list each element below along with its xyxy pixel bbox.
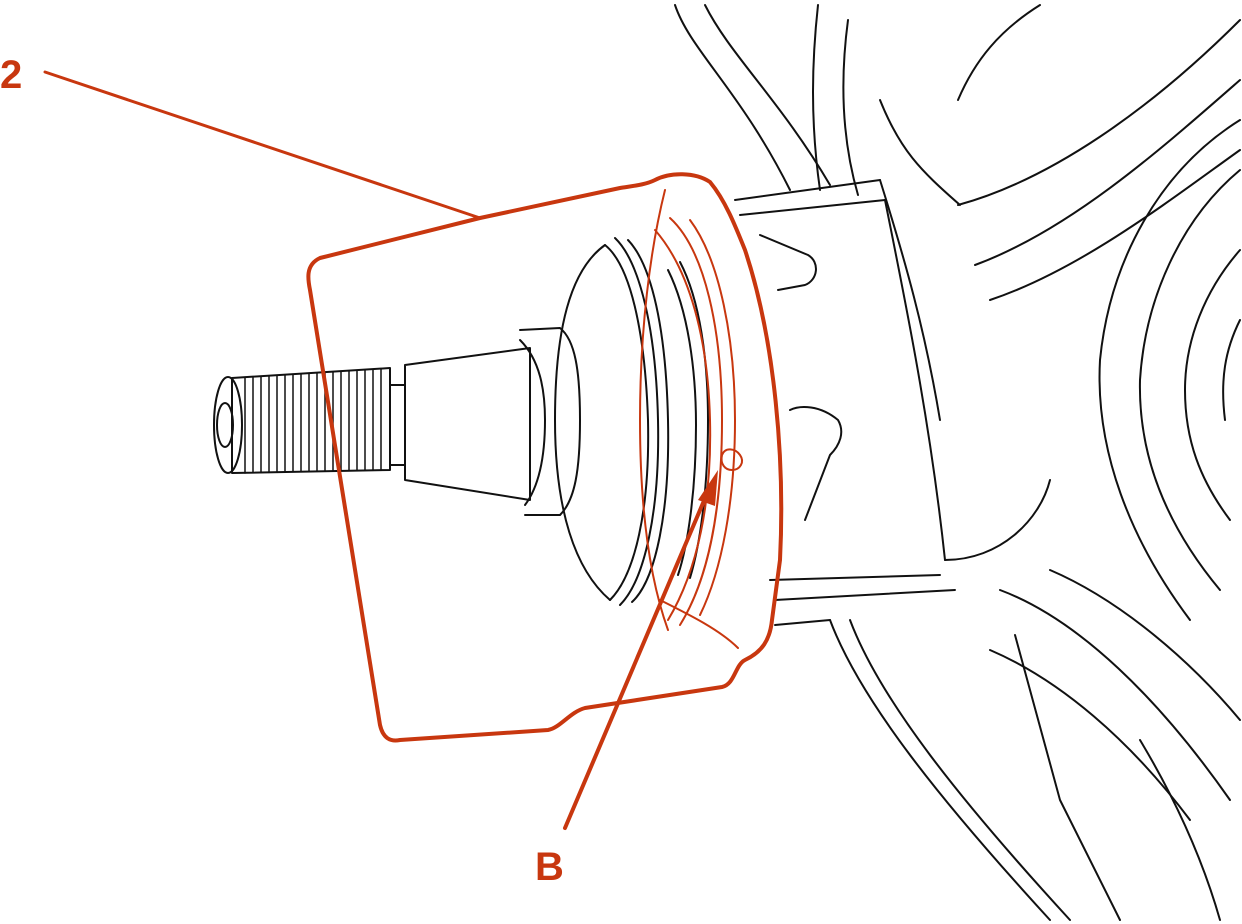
callout-b: B (535, 470, 718, 889)
callout-2-label: 2 (0, 53, 22, 97)
extractor-tool-outline (306, 172, 784, 743)
thread-lines (244, 368, 382, 474)
callout-2: 2 (0, 53, 482, 220)
ball-joint-stud (213, 237, 709, 606)
arrowhead (698, 470, 718, 506)
suspension-arm-lineart (674, 4, 1241, 921)
callout-b-label: B (535, 845, 564, 889)
